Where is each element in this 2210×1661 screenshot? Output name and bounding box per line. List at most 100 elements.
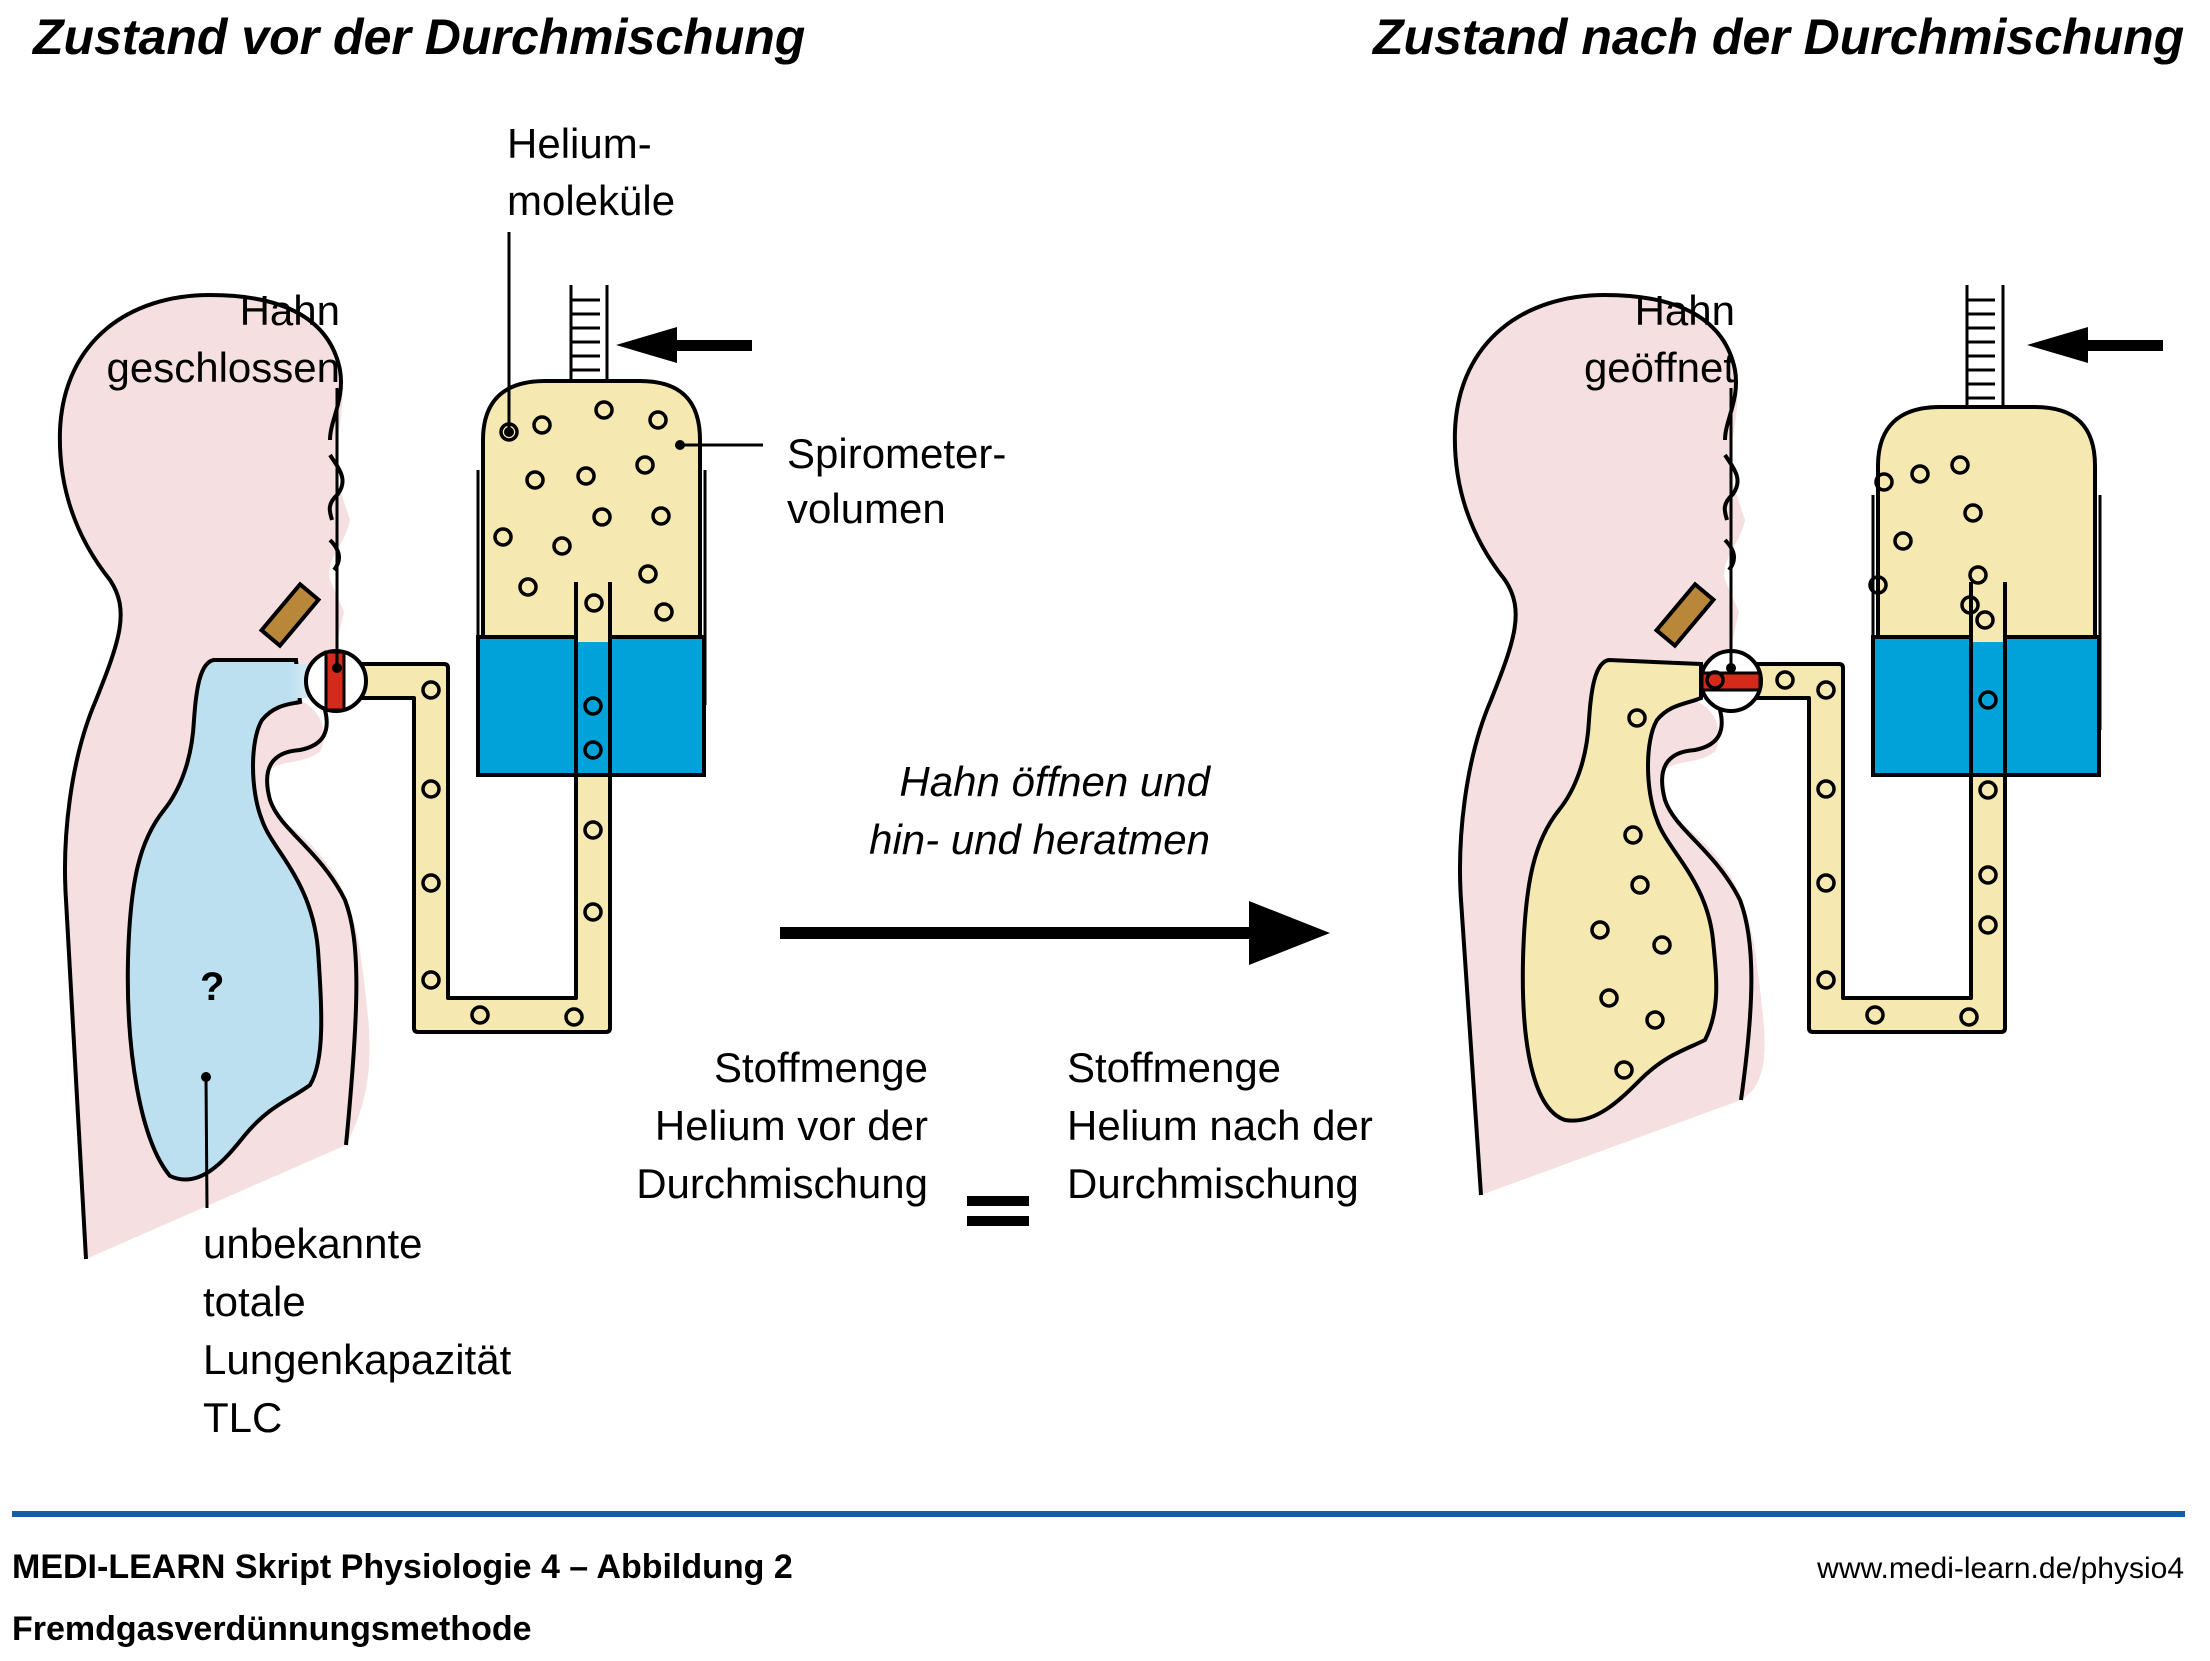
helium-bubble xyxy=(421,873,441,893)
footer-url[interactable]: www.medi-learn.de/physio4 xyxy=(1816,1552,2184,1585)
equation-left-line3: Durchmischung xyxy=(636,1160,928,1207)
lung-after xyxy=(1520,657,1719,1123)
leader-dot xyxy=(201,1072,211,1082)
patient-chest-outline xyxy=(1660,709,1754,1101)
helium-bubble xyxy=(654,602,674,622)
transition-line2: hin- und heratmen xyxy=(869,816,1210,863)
helium-bubble xyxy=(1950,455,1970,475)
scene-before-mixing: ? xyxy=(57,232,763,1260)
transition-line1: Hahn öffnen und xyxy=(899,758,1211,805)
helium-bubble xyxy=(1910,464,1930,484)
helium-bubble xyxy=(518,577,538,597)
helium-bubble xyxy=(421,680,441,700)
helium-bubble xyxy=(1978,865,1998,885)
equation-left-line2: Helium vor der xyxy=(655,1102,928,1149)
helium-bubble xyxy=(532,415,552,435)
helium-bubble xyxy=(493,527,513,547)
leader-dot xyxy=(1726,663,1736,673)
helium-bubble xyxy=(651,506,671,526)
label-tlc-line2: totale xyxy=(203,1278,306,1325)
unknown-mark: ? xyxy=(200,965,224,1009)
lung-before xyxy=(125,658,324,1182)
helium-bubble xyxy=(421,970,441,990)
spirometer-water-before xyxy=(476,635,706,777)
helium-bubble xyxy=(635,455,655,475)
helium-bubble xyxy=(583,820,603,840)
helium-bubble xyxy=(1868,575,1888,595)
helium-bubble xyxy=(592,507,612,527)
helium-bubble xyxy=(421,779,441,799)
helium-bubble xyxy=(1590,920,1610,940)
helium-bubble xyxy=(525,470,545,490)
helium-bubble xyxy=(1816,970,1836,990)
helium-bubble xyxy=(638,564,658,584)
airway-to-valve xyxy=(290,664,310,698)
label-valve-closed-line2: geschlossen xyxy=(107,344,340,391)
heading-after: Zustand nach der Durchmischung xyxy=(1371,9,2184,65)
scene-after-mixing xyxy=(1452,285,2163,1196)
leader-dot xyxy=(504,427,514,437)
helium-bubble xyxy=(1978,915,1998,935)
helium-bubble xyxy=(1816,680,1836,700)
label-spirometer-line1: Spirometer- xyxy=(787,430,1006,477)
equals-sign xyxy=(967,1196,1029,1226)
label-tlc-line3: Lungenkapazität xyxy=(203,1336,512,1383)
equation-left-line1: Stoffmenge xyxy=(714,1044,928,1091)
helium-bubble xyxy=(1775,670,1795,690)
label-valve-open-line1: Hahn xyxy=(1635,287,1735,334)
helium-bubbles-before xyxy=(421,400,674,1027)
equation-right-line1: Stoffmenge xyxy=(1067,1044,1281,1091)
helium-bubble xyxy=(1645,1010,1665,1030)
helium-bubble xyxy=(1816,873,1836,893)
helium-bubble xyxy=(1816,779,1836,799)
patient-outline xyxy=(1452,292,1738,1196)
heading-before: Zustand vor der Durchmischung xyxy=(31,9,805,65)
arrow-left-icon xyxy=(2027,327,2163,363)
label-valve-open-line2: geöffnet xyxy=(1584,344,1735,391)
footer-source: MEDI-LEARN Skript Physiologie 4 – Abbild… xyxy=(12,1548,793,1586)
helium-bubble xyxy=(583,696,603,716)
helium-bubble xyxy=(1893,531,1913,551)
helium-bubble xyxy=(1865,1005,1885,1025)
helium-bubble xyxy=(1975,610,1995,630)
footer-topic: Fremdgasverdünnungsmethode xyxy=(12,1610,532,1648)
label-spirometer-line2: volumen xyxy=(787,485,946,532)
helium-bubble xyxy=(1968,565,1988,585)
equation-right-line3: Durchmischung xyxy=(1067,1160,1359,1207)
helium-bubble xyxy=(1599,988,1619,1008)
helium-bubble xyxy=(1705,670,1725,690)
helium-bubble xyxy=(583,902,603,922)
helium-bubble xyxy=(564,1007,584,1027)
patient-chest-outline xyxy=(265,709,359,1146)
helium-bubble xyxy=(470,1005,490,1025)
label-helium-line2: moleküle xyxy=(507,177,675,224)
helium-bubble xyxy=(1614,1060,1634,1080)
helium-bubble xyxy=(1627,708,1647,728)
label-helium-line1: Helium- xyxy=(507,120,652,167)
arrow-right-icon xyxy=(780,901,1330,965)
arrow-left-icon xyxy=(616,327,752,363)
helium-bubble xyxy=(648,410,668,430)
helium-bubble xyxy=(1959,1007,1979,1027)
patient-outline xyxy=(57,292,343,1260)
label-tlc-line4: TLC xyxy=(203,1394,282,1441)
nose-clip xyxy=(258,581,322,649)
footer-rule xyxy=(12,1511,2185,1517)
helium-bubble xyxy=(1963,503,1983,523)
helium-bubbles-after xyxy=(1590,455,1998,1080)
helium-bubble xyxy=(552,536,572,556)
helium-bubble xyxy=(576,466,596,486)
spirometer-bell-after xyxy=(1876,405,2097,639)
label-valve-closed-line1: Hahn xyxy=(240,287,340,334)
nose-clip xyxy=(1653,581,1717,649)
helium-bubble xyxy=(1978,780,1998,800)
label-tlc-line1: unbekannte xyxy=(203,1220,423,1267)
helium-bubble xyxy=(1960,595,1980,615)
helium-bubble xyxy=(1874,472,1894,492)
equation-right-line2: Helium nach der xyxy=(1067,1102,1373,1149)
valve-open xyxy=(1699,649,1763,713)
helium-bubble xyxy=(1623,825,1643,845)
helium-bubble xyxy=(1652,935,1672,955)
helium-bubble xyxy=(1978,690,1998,710)
